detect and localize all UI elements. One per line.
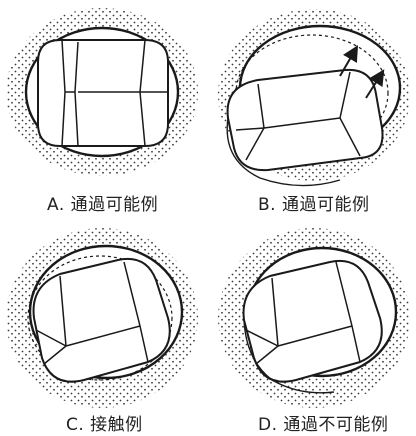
caption-d: D. 通過不可能例 [258,410,388,435]
caption-b: B. 通過可能例 [258,190,369,215]
panel-b [218,9,410,186]
panel-d [218,228,410,408]
caption-a: A. 通過可能例 [47,190,158,215]
panel-c [6,228,198,408]
caption-c: C. 接触例 [66,410,143,435]
device-outline [38,40,168,146]
panel-a [6,8,198,176]
